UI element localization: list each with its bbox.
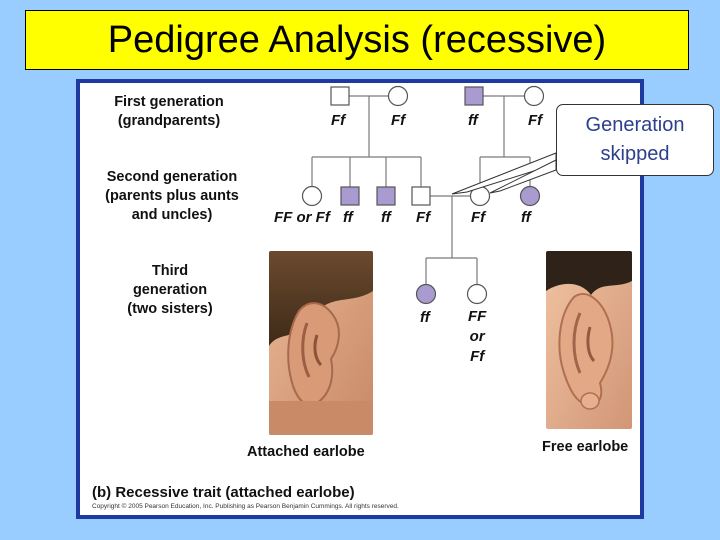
unaffected-female-symbol	[469, 185, 491, 207]
pedigree-chart	[301, 85, 545, 305]
affected-female-symbol	[519, 185, 541, 207]
genotype-label: Ff	[528, 112, 543, 129]
genotype-label: Ff	[471, 209, 486, 226]
unaffected-female-symbol	[523, 85, 545, 107]
genotype-label: ff	[343, 209, 353, 226]
generation-label-third: Third generation (two sisters)	[127, 263, 213, 317]
generation-label-second: Second generation (parents plus aunts an…	[105, 169, 239, 223]
unaffected-male-symbol	[411, 186, 431, 206]
genotype-label: ff	[381, 209, 391, 226]
unaffected-female-symbol	[301, 185, 323, 207]
generation-skipped-callout: Generation skipped	[556, 104, 714, 176]
genotype-label: ff	[468, 112, 478, 129]
genotype-label: Ff	[416, 209, 431, 226]
free-earlobe-caption: Free earlobe	[542, 439, 629, 455]
genotype-label: ff	[420, 309, 430, 326]
genotype-label: FF or Ff	[468, 308, 487, 365]
genotype-label: ff	[521, 209, 531, 226]
unaffected-male-symbol	[330, 86, 350, 106]
generation-label-first: First generation (grandparents)	[114, 94, 224, 129]
unaffected-female-symbol	[466, 283, 488, 305]
affected-male-symbol	[340, 186, 360, 206]
attached-earlobe-photo	[269, 251, 373, 435]
callout-text: Generation skipped	[585, 114, 685, 165]
attached-earlobe-caption: Attached earlobe	[247, 444, 365, 460]
free-earlobe-photo	[546, 251, 632, 429]
unaffected-female-symbol	[387, 85, 409, 107]
affected-male-symbol	[464, 86, 484, 106]
figure-caption: (b) Recessive trait (attached earlobe)	[92, 484, 355, 501]
title-box: Pedigree Analysis (recessive)	[25, 10, 689, 70]
affected-male-symbol	[376, 186, 396, 206]
slide-title: Pedigree Analysis (recessive)	[107, 18, 607, 61]
genotype-label: FF or Ff	[274, 209, 330, 226]
affected-female-symbol	[415, 283, 437, 305]
genotype-label: Ff	[391, 112, 406, 129]
genotype-label: Ff	[331, 112, 346, 129]
copyright-notice: Copyright © 2005 Pearson Education, Inc.…	[92, 503, 399, 510]
